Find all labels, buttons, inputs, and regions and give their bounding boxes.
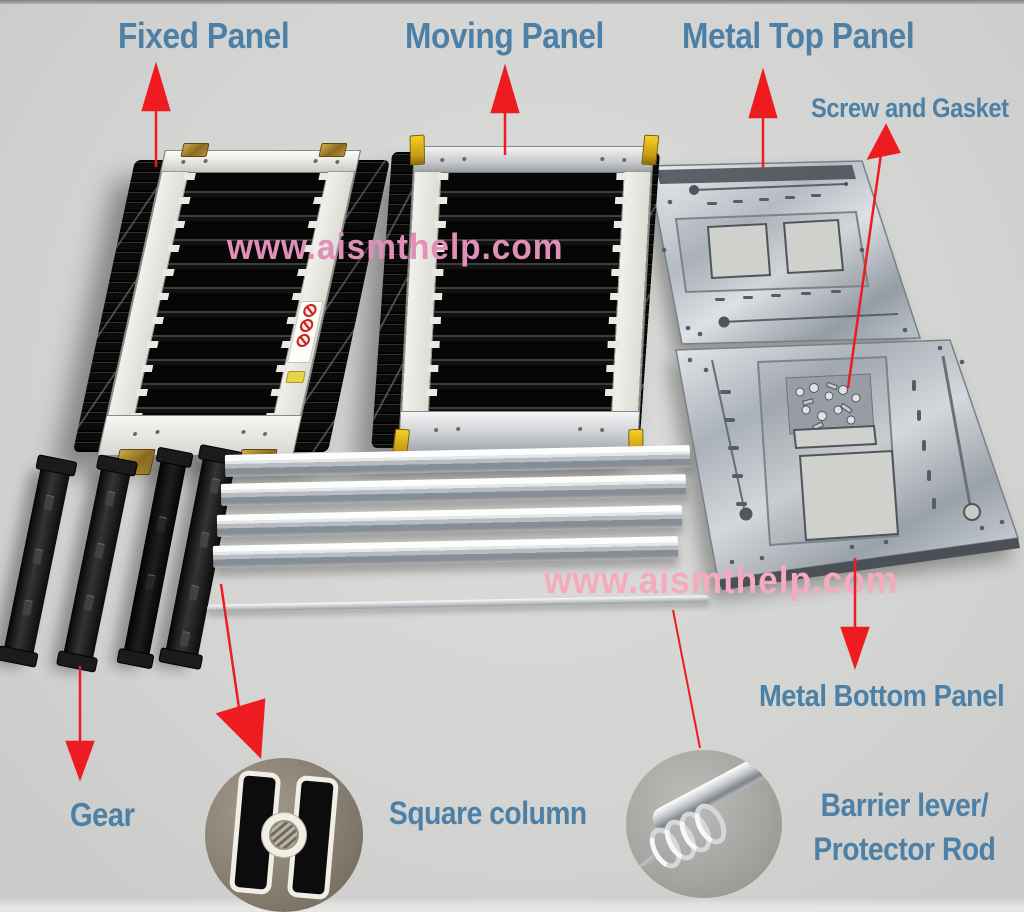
label-moving-panel: Moving Panel xyxy=(405,15,604,56)
label-fixed-panel: Fixed Panel xyxy=(118,15,290,56)
label-square-column: Square column xyxy=(389,795,587,831)
square-column-cross-section-inset xyxy=(205,758,363,912)
watermark-top: www.aismthelp.com xyxy=(227,226,564,267)
metal-bottom-panel-photo xyxy=(675,339,1020,590)
watermark-bottom: www.aismthelp.com xyxy=(544,560,899,602)
yellow-sticker xyxy=(285,371,307,383)
label-barrier-lever: Barrier lever/ Protector Rod xyxy=(812,783,997,871)
label-screw-and-gasket: Screw and Gasket xyxy=(811,93,1009,123)
fixed-panel-clip-right xyxy=(318,143,348,157)
moving-panel-clip-tr xyxy=(641,134,660,166)
metal-top-panel-photo xyxy=(647,160,922,345)
moving-panel-photo xyxy=(391,134,660,467)
moving-panel-slats xyxy=(429,173,624,411)
fixed-panel-clip-left xyxy=(180,143,210,157)
label-gear: Gear xyxy=(70,796,135,833)
moving-panel-clip-tl xyxy=(409,134,426,166)
label-metal-bottom-panel: Metal Bottom Panel xyxy=(759,678,1005,713)
label-barrier-lever-line1: Barrier lever/ xyxy=(820,787,989,823)
barrier-lever-inset xyxy=(626,750,782,898)
label-barrier-lever-line2: Protector Rod xyxy=(813,831,996,868)
label-metal-top-panel: Metal Top Panel xyxy=(682,15,915,56)
top-edge-strip xyxy=(0,0,1024,4)
screws-and-gaskets xyxy=(785,373,875,435)
moving-panel-top-rail xyxy=(413,147,653,173)
moving-panel-bottom-rail xyxy=(399,411,640,451)
